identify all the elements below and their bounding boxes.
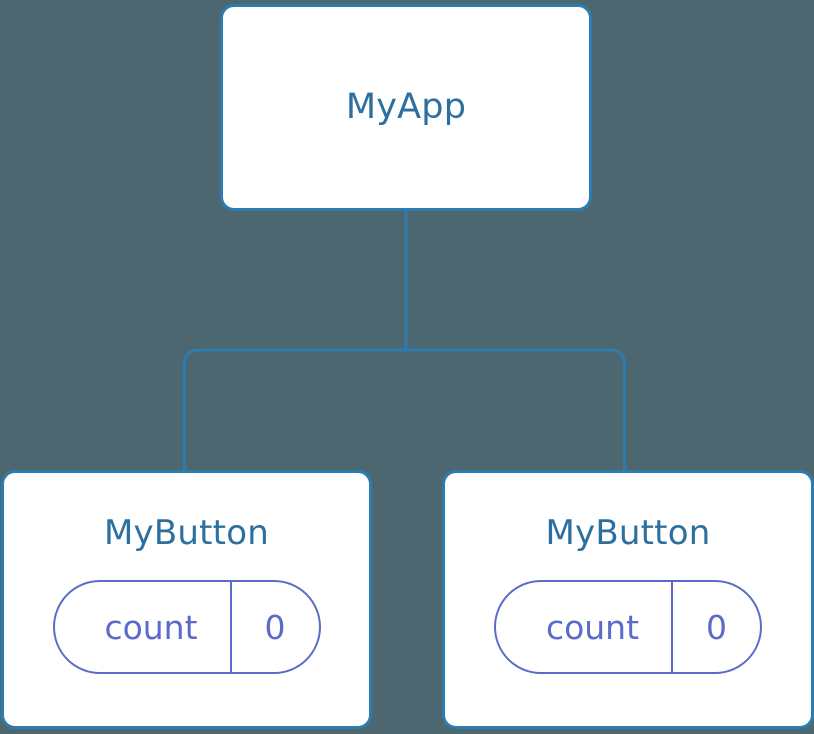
connector-branch-bar: [183, 348, 626, 470]
tree-node-myapp[interactable]: MyApp: [220, 4, 592, 211]
state-pill-key: count: [545, 607, 640, 647]
state-pill-key: count: [104, 607, 198, 647]
state-pill-value: 0: [229, 582, 319, 673]
node-title: MyButton: [104, 513, 269, 553]
state-pill[interactable]: count 0: [494, 580, 762, 675]
node-title: MyApp: [345, 87, 467, 128]
state-pill-value: 0: [671, 582, 760, 673]
state-pill[interactable]: count 0: [52, 580, 321, 675]
node-title: MyButton: [545, 513, 711, 553]
tree-node-mybutton-1[interactable]: MyButton count 0: [1, 470, 372, 729]
tree-node-mybutton-2[interactable]: MyButton count 0: [442, 470, 814, 729]
